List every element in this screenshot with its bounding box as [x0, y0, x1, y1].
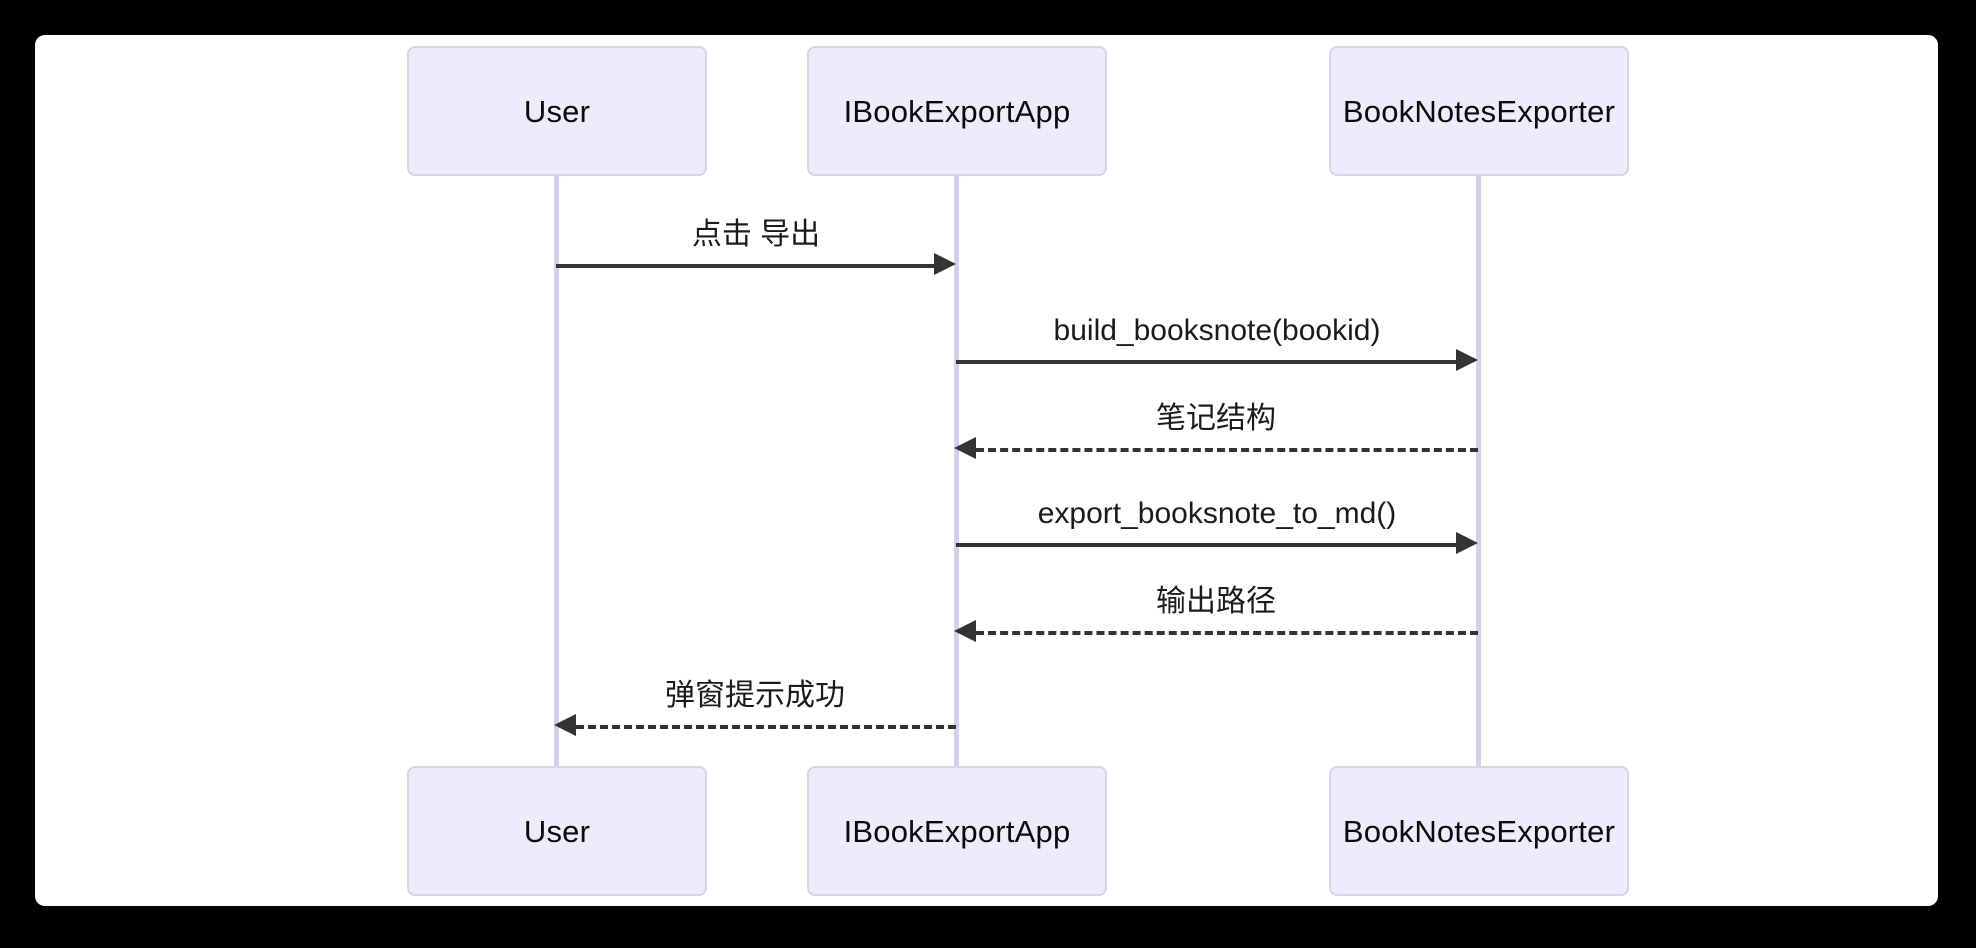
- participant-label-user-top: User: [523, 93, 591, 129]
- message-5-arrowhead: [954, 620, 976, 642]
- participant-label-booknotesexporter-top: BookNotesExporter: [1342, 93, 1616, 129]
- message-4-arrowhead: [1456, 532, 1478, 554]
- participant-box-ibookexportapp-bottom[interactable]: IBookExportApp: [807, 766, 1107, 896]
- message-6-arrowhead: [554, 714, 576, 736]
- message-2-line: [956, 360, 1456, 364]
- participant-label-booknotesexporter-bottom: BookNotesExporter: [1342, 813, 1616, 849]
- message-3-arrowhead: [954, 437, 976, 459]
- message-3-line: [976, 448, 1478, 452]
- message-2-arrowhead: [1456, 349, 1478, 371]
- participant-box-user-bottom[interactable]: User: [407, 766, 707, 896]
- participant-label-ibookexportapp-top: IBookExportApp: [843, 93, 1071, 129]
- message-5-label: 输出路径: [1156, 585, 1276, 618]
- message-1-label: 点击 导出: [691, 218, 821, 251]
- lifeline-user: [554, 176, 559, 796]
- message-1-arrowhead: [934, 253, 956, 275]
- sequence-diagram: User IBookExportApp BookNotesExporter Us…: [35, 35, 1938, 906]
- message-4-line: [956, 543, 1456, 547]
- participant-box-user-top[interactable]: User: [407, 46, 707, 176]
- message-6-line: [576, 725, 956, 729]
- participant-box-booknotesexporter-top[interactable]: BookNotesExporter: [1329, 46, 1629, 176]
- diagram-canvas: User IBookExportApp BookNotesExporter Us…: [35, 35, 1938, 906]
- lifeline-booknotesexporter: [1476, 176, 1481, 796]
- message-4-label: export_booksnote_to_md(): [1037, 497, 1397, 530]
- participant-label-ibookexportapp-bottom: IBookExportApp: [843, 813, 1071, 849]
- message-2-label: build_booksnote(bookid): [1053, 314, 1381, 347]
- participant-label-user-bottom: User: [523, 813, 591, 849]
- message-3-label: 笔记结构: [1156, 402, 1276, 435]
- lifeline-ibookexportapp: [954, 176, 959, 796]
- message-1-line: [556, 264, 934, 268]
- message-5-line: [976, 631, 1478, 635]
- participant-box-booknotesexporter-bottom[interactable]: BookNotesExporter: [1329, 766, 1629, 896]
- participant-box-ibookexportapp-top[interactable]: IBookExportApp: [807, 46, 1107, 176]
- message-6-label: 弹窗提示成功: [665, 679, 845, 712]
